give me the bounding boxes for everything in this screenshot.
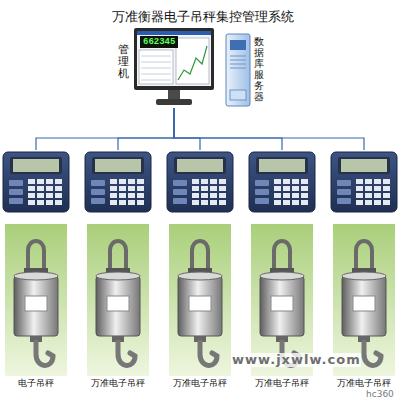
computer-label: 管理机 <box>118 44 129 80</box>
server-label: 数据库服务器 <box>254 36 264 102</box>
scale-unit <box>85 152 151 376</box>
monitor-neck <box>168 90 180 99</box>
scale-label: 万准电子吊秤 <box>164 378 236 389</box>
monitor-drawing <box>134 28 214 105</box>
window-titlebar <box>137 31 211 35</box>
lcd-reading: 662345 <box>140 36 178 48</box>
server-drawing <box>226 34 250 106</box>
scale-label: 万准电子吊秤 <box>328 378 400 389</box>
management-computer: 管理机 662345 <box>118 28 216 108</box>
scale-label: 万准电子吊秤 <box>246 378 318 389</box>
scale-label: 电子吊秤 <box>0 378 72 389</box>
scale-unit <box>3 152 69 376</box>
network-line <box>118 108 174 150</box>
server-case <box>226 34 250 106</box>
scale-unit <box>249 152 315 376</box>
crane-scale-unit: 万准电子吊秤 <box>164 150 236 390</box>
crane-scale-unit: 电子吊秤 <box>0 150 72 390</box>
scale-unit <box>167 152 233 376</box>
watermark: hc360 <box>366 389 394 399</box>
network-line <box>174 108 282 150</box>
window-panel <box>176 38 209 84</box>
server-bay <box>230 40 246 50</box>
scale-unit <box>331 152 397 376</box>
network-line <box>174 108 200 150</box>
trend-line <box>178 46 207 80</box>
server-vents <box>230 56 246 68</box>
window-panel <box>139 50 173 84</box>
diagram-title: 万准衡器电子吊秤集控管理系统 <box>112 8 294 26</box>
crane-scale-unit: 万准电子吊秤 <box>82 150 154 390</box>
server-bay <box>230 90 246 100</box>
monitor-frame <box>134 28 214 90</box>
network-line <box>174 108 364 150</box>
database-server: 数据库服务器 <box>224 30 268 110</box>
table-lines <box>141 56 171 80</box>
watermark: www.jxwlw.com <box>232 353 361 367</box>
scale-label: 万准电子吊秤 <box>82 378 154 389</box>
monitor-screen <box>137 31 211 86</box>
monitor-base <box>156 99 192 105</box>
network-line <box>36 108 174 150</box>
